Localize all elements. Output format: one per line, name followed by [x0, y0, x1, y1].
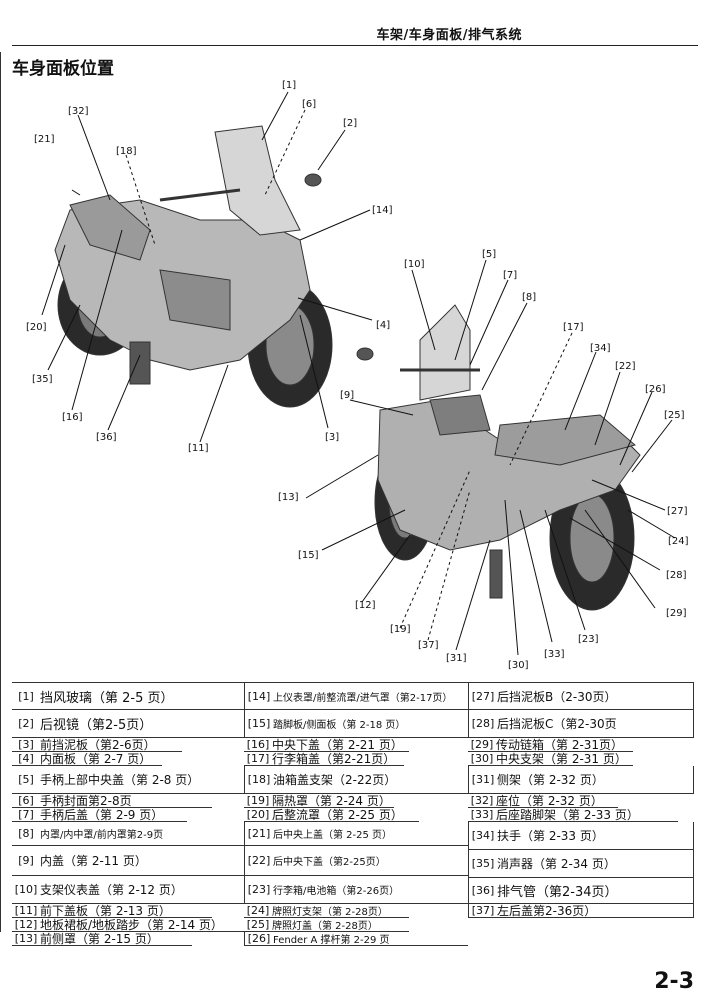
part-row: [15]踏脚板/侧面板（第 2-18 页） — [244, 710, 468, 738]
callout-25: [25] — [664, 410, 685, 421]
part-row: [18]油箱盖支架（2-22页） — [244, 766, 468, 794]
callout-28: [28] — [666, 570, 687, 581]
left-margin-rule — [0, 52, 1, 932]
part-row: [6]手柄封面第2-8页 — [12, 794, 212, 808]
part-row: [24]牌照灯支架（第 2-28页） — [244, 904, 409, 918]
part-row: [12]地板裙板/地板踏步（第 2-14 页） — [12, 918, 244, 932]
part-row: [7]手柄后盖（第 2-9 页） — [12, 808, 187, 822]
callout-23: [23] — [578, 634, 599, 645]
part-row: [28]后挡泥板C（第2-30页 — [468, 710, 694, 738]
callout-22: [22] — [615, 361, 636, 372]
callout-11: [11] — [188, 443, 209, 454]
callout-10: [10] — [404, 259, 425, 270]
leader-lines — [41, 91, 676, 656]
callout-9: [9] — [340, 390, 354, 401]
callout-18: [18] — [116, 146, 137, 157]
part-row: [31]侧架（第 2-32 页） — [468, 766, 694, 794]
callout-32: [32] — [68, 106, 89, 117]
callout-33: [33] — [544, 649, 565, 660]
callout-37: [37] — [418, 640, 439, 651]
part-row: [14]上仪表罩/前整流罩/进气罩（第2-17页） — [244, 682, 468, 710]
callout-labels: [1] [2] [3] [4] [5] [6] [7] [8] [9] [10]… — [26, 80, 689, 671]
part-row: [25]牌照灯盖（第 2-28页） — [244, 918, 409, 932]
part-row: [3]前挡泥板（第2-6页） — [12, 738, 182, 752]
callout-17: [17] — [563, 322, 584, 333]
part-row: [16]中央下盖（第 2-21 页） — [244, 738, 409, 752]
callout-36: [36] — [96, 432, 117, 443]
callout-21: [21] — [34, 134, 55, 145]
part-row: [21]后中央上盖（第 2-25 页） — [244, 822, 468, 846]
part-row: [13]前侧罩（第 2-15 页） — [12, 932, 192, 946]
callout-26: [26] — [645, 384, 666, 395]
scooter-illustration: [1] [2] [3] [4] [5] [6] [7] [8] [9] [10]… — [26, 80, 689, 671]
part-row: [37]左后盖第2-36页） — [468, 904, 694, 918]
part-row: [8]内罩/内中罩/前内罩第2-9页 — [12, 822, 244, 846]
part-row: [1]挡风玻璃（第 2-5 页） — [12, 682, 244, 710]
part-row: [9]内盖（第 2-11 页） — [12, 846, 244, 876]
page-number: 2-3 — [654, 969, 694, 994]
callout-16: [16] — [62, 412, 83, 423]
callout-15: [15] — [298, 550, 319, 561]
callout-35: [35] — [32, 374, 53, 385]
part-row: [30]中央支架（第 2-31 页） — [468, 752, 633, 766]
part-row: [32]座位（第 2-32 页） — [468, 794, 618, 808]
scooter-rear-view — [356, 304, 641, 611]
callout-20: [20] — [26, 322, 47, 333]
callout-3: [3] — [325, 432, 339, 443]
part-row: [22]后中央下盖（第2-25页） — [244, 846, 468, 876]
part-row: [17]行李箱盖（第2-21页） — [244, 752, 404, 766]
callout-12: [12] — [355, 600, 376, 611]
callout-13: [13] — [278, 492, 299, 503]
part-row: [33]后座踏脚架（第 2-33 页） — [468, 808, 678, 822]
callout-27: [27] — [667, 506, 688, 517]
header-rule — [12, 45, 698, 46]
page-title: 车身面板位置 — [12, 59, 114, 79]
part-row: [4]内面板（第 2-7 页） — [12, 752, 162, 766]
scooter-front-view — [54, 125, 333, 408]
part-row: [2]后视镜（第2-5页） — [12, 710, 244, 738]
section-title: 车架/车身面板/排气系统 — [376, 28, 522, 43]
part-row: [26]Fender A 撑杆第 2-29 页 — [244, 932, 468, 946]
part-row: [29]传动链箱（第 2-31页） — [468, 738, 633, 752]
callout-34: [34] — [590, 343, 611, 354]
part-row: [20]后整流罩（第 2-25 页） — [244, 808, 419, 822]
callout-4: [4] — [376, 320, 390, 331]
page-header: 车架/车身面板/排气系统 — [0, 24, 710, 46]
parts-table: [1]挡风玻璃（第 2-5 页） [2]后视镜（第2-5页） [3]前挡泥板（第… — [12, 682, 696, 948]
part-row: [35]消声器（第 2-34 页） — [468, 850, 694, 878]
part-row: [36]排气管（第2-34页） — [468, 878, 694, 904]
part-row: [5]手柄上部中央盖（第 2-8 页） — [12, 766, 244, 794]
callout-8: [8] — [522, 292, 536, 303]
callout-29: [29] — [666, 608, 687, 619]
part-row: [11]前下盖板（第 2-13 页） — [12, 904, 212, 918]
part-row: [23]行李箱/电池箱（第2-26页） — [244, 876, 468, 904]
callout-14: [14] — [372, 205, 393, 216]
callout-1: [1] — [282, 80, 296, 91]
part-row: [34]扶手（第 2-33 页） — [468, 822, 694, 850]
part-row: [10]支架仪表盖（第 2-12 页） — [12, 876, 244, 904]
callout-7: [7] — [503, 270, 517, 281]
callout-6: [6] — [302, 99, 316, 110]
part-row: [19]隔热罩（第 2-24 页） — [244, 794, 394, 808]
callout-19: [19] — [390, 624, 411, 635]
callout-31: [31] — [446, 653, 467, 664]
callout-5: [5] — [482, 249, 496, 260]
callout-30: [30] — [508, 660, 529, 671]
callout-2: [2] — [343, 118, 357, 129]
part-row: [27]后挡泥板B（2-30页） — [468, 682, 694, 710]
callout-24: [24] — [668, 536, 689, 547]
